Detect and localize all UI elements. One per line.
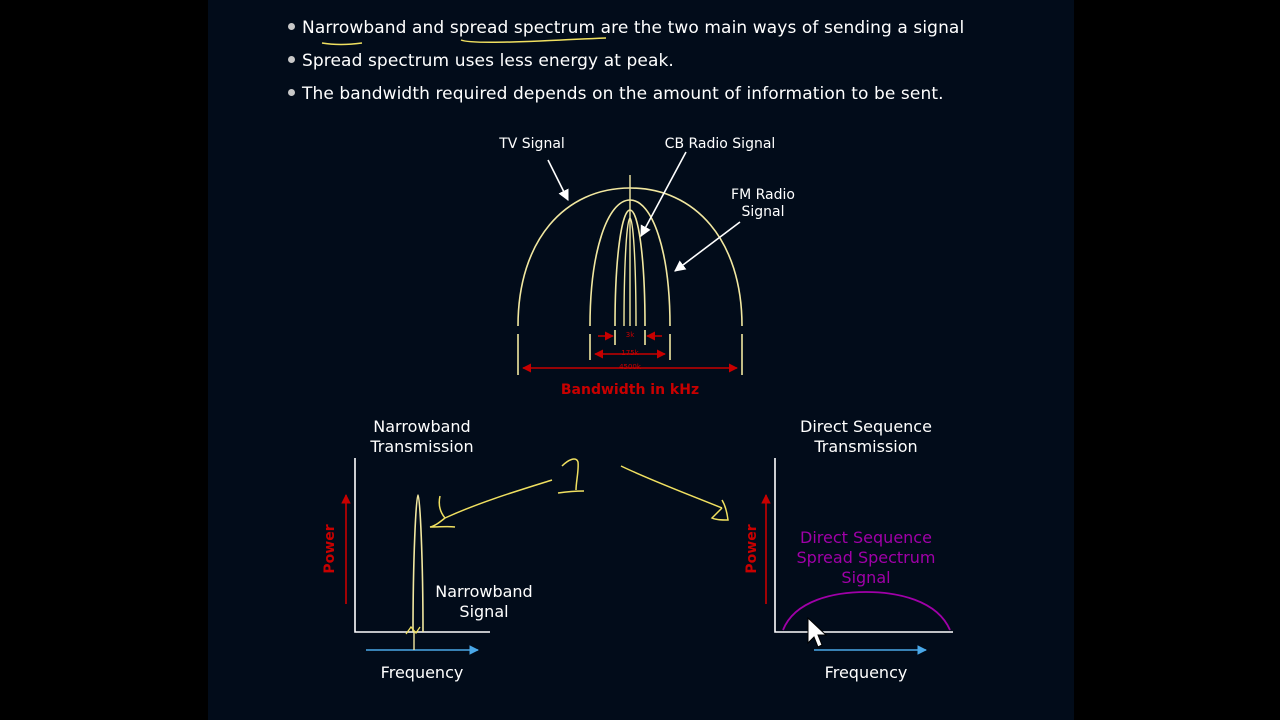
pen-arrow-to-direct-sequence: [620, 465, 729, 521]
narrowband-power-label: Power: [322, 524, 338, 574]
pen-bracket-mark: [557, 458, 585, 494]
bullet-3: The bandwidth required depends on the am…: [288, 84, 944, 104]
bullet-1-word-narrowband: Narrowband: [302, 18, 407, 38]
underline-narrowband: [321, 42, 363, 46]
narrowband-signal-curve: [412, 494, 424, 633]
width-175k-label: 175k: [621, 349, 639, 357]
tv-signal-label: TV Signal: [499, 136, 565, 152]
ds-signal-line3: Signal: [841, 568, 891, 587]
narrowband-title-line2: Transmission: [370, 437, 474, 456]
fm-callout-arrow: [674, 221, 741, 272]
pen-scribble-narrowband-base: [405, 625, 421, 635]
bullet-2: Spread spectrum uses less energy at peak…: [288, 51, 674, 71]
ds-power-label: Power: [744, 524, 760, 574]
bullet-1-mid: and: [406, 18, 450, 38]
bullet-2-text: Spread spectrum uses less energy at peak…: [302, 51, 674, 71]
cb-radio-signal-label: CB Radio Signal: [664, 136, 776, 152]
bullet-1-rest: are the two main ways of sending a signa…: [595, 18, 965, 38]
ds-signal-line1: Direct Sequence: [800, 528, 932, 547]
ds-signal-line2: Spread Spectrum: [796, 548, 936, 567]
tv-callout-arrow: [547, 159, 569, 202]
cb-callout-arrow: [640, 151, 687, 237]
fm-radio-signal-label: FM Radio Signal: [723, 187, 803, 221]
pen-arrow-to-narrowband: [429, 479, 553, 528]
narrowband-signal-label: Narrowband Signal: [434, 582, 534, 622]
narrowband-title-line1: Narrowband: [373, 417, 471, 436]
bullet-1: Narrowband and spread spectrum are the t…: [288, 18, 964, 38]
bullet-dot-icon: [288, 55, 295, 63]
fm-label-line1: FM Radio: [731, 187, 795, 203]
bullet-dot-icon: [288, 22, 295, 30]
narrowband-transmission-title: Narrowband Transmission: [352, 417, 492, 457]
bullet-3-text: The bandwidth required depends on the am…: [302, 84, 944, 104]
bullet-dot-icon: [288, 88, 295, 96]
narrowband-frequency-label: Frequency: [380, 663, 464, 682]
width-4500k-label: 4500k: [619, 363, 641, 371]
slide-canvas: [208, 0, 1074, 720]
bullet-1-word-spread: spread spectrum: [449, 18, 596, 38]
mouse-cursor-icon: [807, 616, 828, 648]
fm-label-line2: Signal: [741, 204, 785, 220]
ds-title-line1: Direct Sequence: [800, 417, 932, 436]
ds-spread-signal-curve: [782, 591, 951, 631]
ds-axes: [774, 458, 953, 633]
narrowband-signal-line2: Signal: [459, 602, 509, 621]
narrowband-axes: [354, 458, 490, 633]
extension-ticks: [517, 330, 743, 375]
ds-frequency-label: Frequency: [824, 663, 908, 682]
underline-spread-spectrum: [460, 37, 607, 44]
direct-sequence-transmission-title: Direct Sequence Transmission: [786, 417, 946, 457]
ds-title-line2: Transmission: [814, 437, 918, 456]
bandwidth-axis-label: Bandwidth in kHz: [560, 382, 700, 398]
ds-spread-spectrum-signal-label: Direct Sequence Spread Spectrum Signal: [786, 528, 946, 588]
narrowband-signal-line1: Narrowband: [435, 582, 533, 601]
width-3k-label: 3k: [625, 331, 635, 339]
